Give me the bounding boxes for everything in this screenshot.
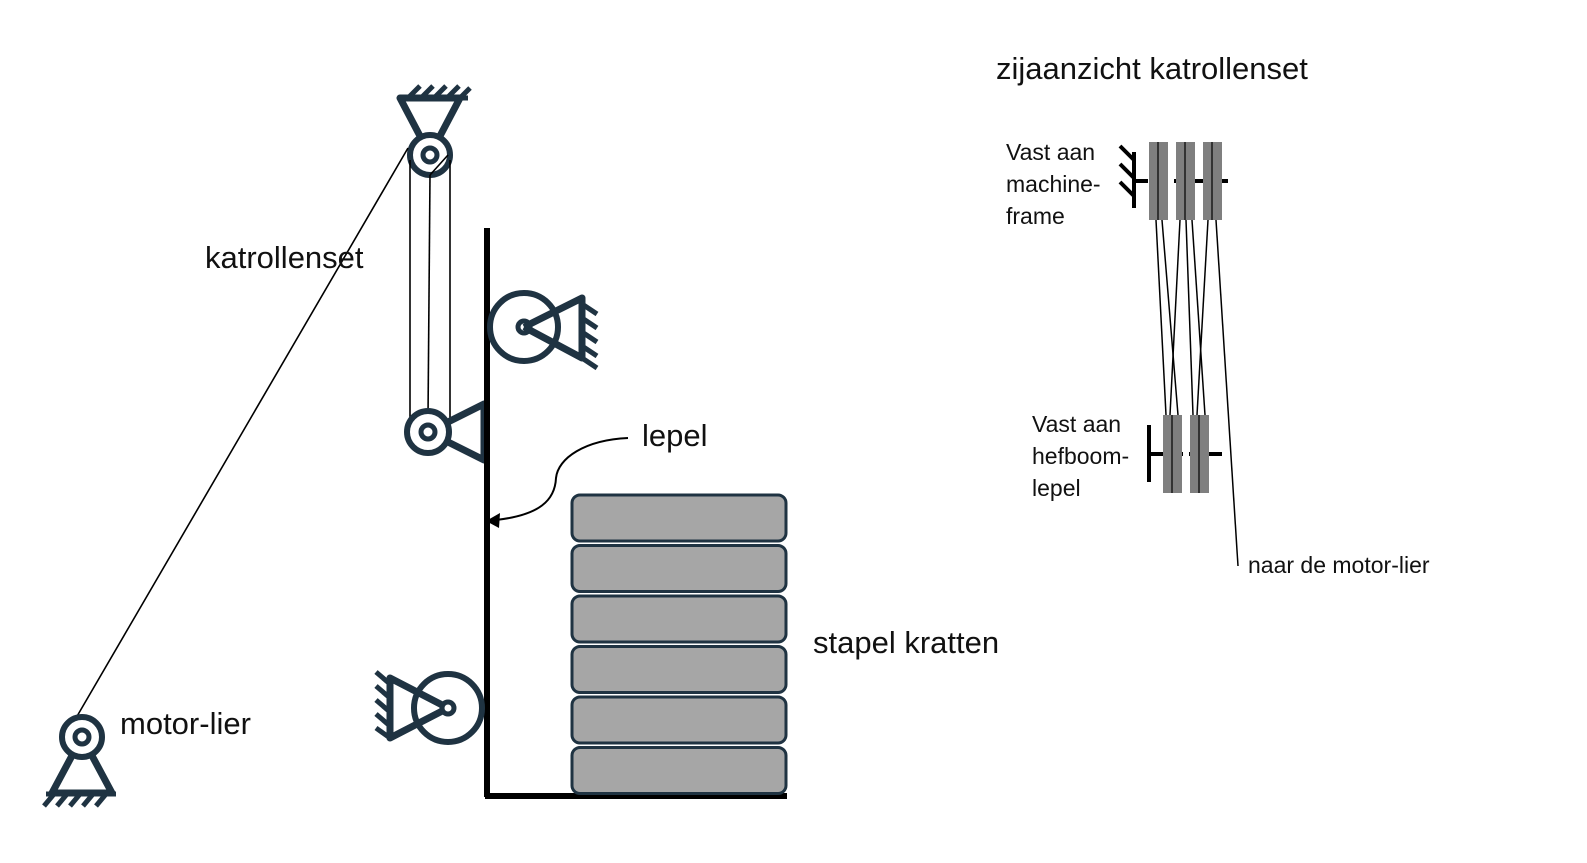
label-fixed-lever-line-1: Vast aan — [1032, 411, 1122, 437]
side-view-pulley-set — [1118, 142, 1239, 567]
crate — [570, 493, 788, 543]
lower-roller-wheel — [411, 671, 485, 745]
lever-pulley-axle — [418, 422, 438, 442]
label-side-view-title: zijaanzicht katrollenset — [996, 51, 1308, 86]
label-fixed-lever-line-3: lepel — [1032, 475, 1081, 501]
side-view-lower-sheave-grooves — [1171, 415, 1200, 493]
crate — [570, 645, 788, 694]
top-pulley-support — [396, 94, 464, 159]
label-fixed-frame: Vast aan machine- frame — [1006, 136, 1101, 232]
upper-roller-wheel — [487, 290, 561, 364]
lower-guide-roller — [374, 670, 485, 745]
crate — [570, 695, 788, 745]
lepel-pointer-arrow — [486, 437, 629, 528]
side-view-ropes — [1155, 219, 1239, 567]
side-view-lower-sheaves — [1163, 415, 1209, 493]
label-fixed-lever-line-2: hefboom- — [1032, 443, 1130, 469]
rope-diagonal-2 — [429, 154, 449, 176]
side-view-lever-mount — [1147, 425, 1222, 482]
top-pulley-axle — [420, 145, 440, 165]
motor-winch — [42, 714, 116, 808]
label-stapel-kratten: stapel kratten — [813, 625, 1000, 660]
crate — [570, 544, 788, 593]
winch-axle — [72, 727, 92, 747]
rope-diagonal — [427, 174, 431, 419]
ropes — [75, 147, 451, 719]
label-motor-lier: motor-lier — [120, 706, 251, 741]
label-fixed-frame-line-2: machine- — [1006, 171, 1101, 197]
top-fixed-pulley — [396, 84, 472, 178]
lever-pulley — [404, 400, 488, 464]
winch-ground-hatch — [42, 791, 116, 808]
label-fixed-lever: Vast aan hefboom- lepel — [1032, 408, 1129, 504]
label-fixed-frame-line-1: Vast aan — [1006, 139, 1096, 165]
crate-stack — [570, 493, 788, 795]
side-view-rope-to-winch — [1215, 219, 1239, 567]
label-katrollenset: katrollenset — [205, 240, 364, 275]
label-lepel: lepel — [642, 418, 708, 453]
label-to-winch: naar de motor-lier — [1248, 552, 1430, 578]
crate — [570, 594, 788, 644]
upper-guide-roller — [487, 290, 599, 371]
lower-roller-axle — [439, 699, 457, 717]
label-fixed-frame-line-3: frame — [1006, 203, 1065, 229]
lever-lepel — [484, 228, 787, 799]
rope-to-winch — [75, 147, 409, 719]
side-view-upper-sheave-grooves — [1157, 142, 1213, 220]
crate — [570, 746, 788, 795]
